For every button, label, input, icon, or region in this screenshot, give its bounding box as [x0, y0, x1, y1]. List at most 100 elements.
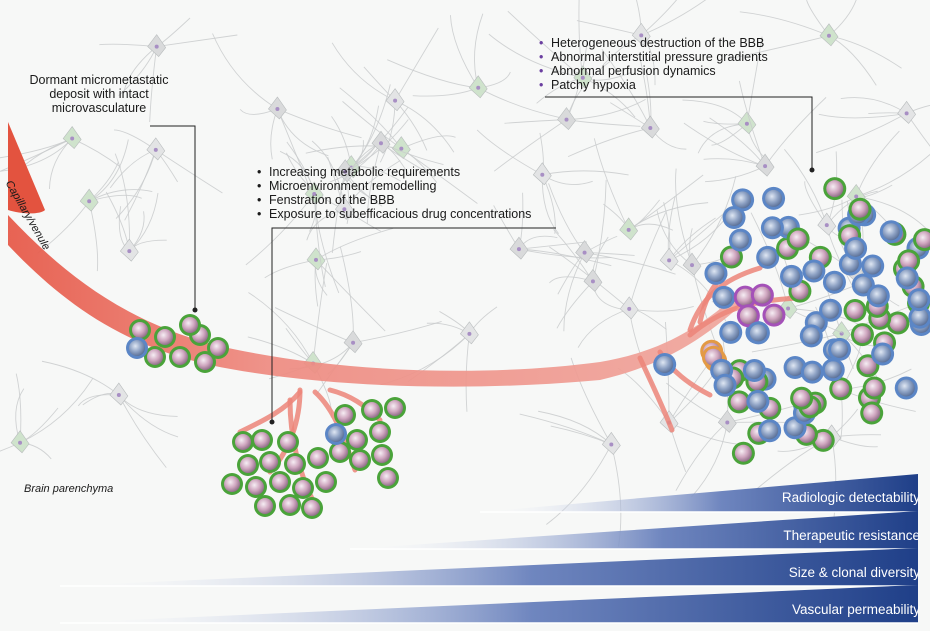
tumor-cell [315, 471, 337, 493]
cell-nucleus [898, 269, 916, 287]
cell-nucleus [310, 450, 326, 466]
neuron-dendrite [315, 227, 394, 261]
tumor-cell [750, 283, 774, 307]
neuron-dendrite [19, 377, 94, 444]
neuron-nucleus [763, 164, 768, 169]
cell-nucleus [387, 400, 403, 416]
neuron-dendrite [149, 46, 158, 123]
tumor-cell [194, 351, 216, 373]
tumor-cell [713, 373, 737, 397]
neuron-nucleus [275, 106, 280, 111]
tumor-cell [719, 245, 743, 269]
stage2-bullet: Exposure to subefficacious drug concentr… [256, 207, 531, 221]
cell-nucleus [734, 191, 752, 209]
tumor-cell [237, 454, 259, 476]
tumor-cell [742, 359, 766, 383]
cell-nucleus [761, 422, 779, 440]
neuron-dendrite [668, 422, 741, 445]
tumor-cell [844, 236, 868, 260]
neuron-dendrite [628, 202, 709, 231]
neuron-nucleus [18, 440, 23, 445]
tumor-cell [284, 453, 306, 475]
neuron-nucleus [854, 194, 859, 199]
neuron-dendrite [277, 108, 329, 157]
tumor-cell [232, 431, 254, 453]
tumor-cell [653, 352, 677, 376]
tumor-cell [728, 228, 752, 252]
neuron [331, 27, 455, 163]
neuron-nucleus [582, 250, 587, 255]
stage1-caption: Dormant micrometastatic deposit with int… [29, 73, 169, 115]
cell-nucleus [765, 306, 783, 324]
tumor-cell [871, 342, 895, 366]
tumor-cell [334, 404, 356, 426]
tumor-cell [301, 497, 323, 519]
tumor-cell [361, 399, 383, 421]
cell-nucleus [182, 317, 198, 333]
cell-nucleus [859, 357, 877, 375]
cell-nucleus [759, 248, 777, 266]
tumor-cell [762, 303, 786, 327]
neuron-dendrite [691, 422, 728, 498]
neuron-nucleus [379, 141, 384, 146]
neuron-dendrite [0, 442, 21, 452]
neuron-dendrite [691, 176, 737, 266]
neuron-dendrite [592, 179, 607, 282]
stage3-bullet: Abnormal perfusion dynamics [538, 64, 768, 78]
tumor-cell [897, 249, 921, 273]
neuron-dendrite [118, 394, 178, 417]
tumor-cell [245, 476, 267, 498]
tumor-cell [828, 337, 852, 361]
neuron-dendrite [816, 113, 907, 154]
cell-nucleus [763, 219, 781, 237]
neuron [99, 17, 238, 123]
neuron-dendrite [518, 248, 612, 259]
cell-nucleus [240, 457, 256, 473]
cell-nucleus [803, 363, 821, 381]
cell-nucleus [882, 223, 900, 241]
cell-nucleus [734, 444, 752, 462]
neuron-dendrite [519, 413, 612, 445]
cell-nucleus [782, 267, 800, 285]
neuron-dendrite [277, 108, 362, 139]
tumor-cell [786, 227, 810, 251]
neuron-nucleus [351, 340, 356, 345]
neuron-dendrite [305, 145, 402, 154]
cell-nucleus [897, 379, 915, 397]
neuron-nucleus [70, 136, 75, 141]
neuron-nucleus [904, 111, 909, 116]
tumor-cell [279, 494, 301, 516]
neuron-dendrite [629, 305, 694, 312]
neuron-dendrite [906, 113, 930, 147]
neuron-nucleus [540, 172, 545, 177]
neuron [109, 129, 223, 221]
neuron-dendrite [818, 112, 907, 119]
cell-nucleus [364, 402, 380, 418]
cell-nucleus [318, 474, 334, 490]
tumor-cell [843, 298, 867, 322]
neuron-nucleus [826, 33, 831, 38]
cell-nucleus [722, 323, 740, 341]
neuron-dendrite [88, 139, 129, 202]
neuron-dendrite [675, 422, 728, 491]
stage3-bullet: Heterogeneous destruction of the BBB [538, 36, 768, 50]
gradient-label-vascular-permeability: Vascular permeability [791, 602, 920, 617]
cell-nucleus [826, 180, 844, 198]
tumor-cell [758, 419, 782, 443]
neuron-dendrite [115, 149, 157, 219]
cell-nucleus [282, 497, 298, 513]
callout-dot [269, 419, 275, 425]
tumor-cell [895, 266, 919, 290]
neuron-nucleus [476, 85, 481, 90]
cell-nucleus [722, 248, 740, 266]
cell-nucleus [254, 432, 270, 448]
cell-nucleus [129, 340, 145, 356]
cell-nucleus [372, 424, 388, 440]
tumor-cell [254, 495, 276, 517]
neuron-dendrite [567, 127, 651, 158]
cell-nucleus [272, 474, 288, 490]
cell-nucleus [715, 288, 733, 306]
tumor-cell [908, 305, 930, 329]
cell-nucleus [235, 434, 251, 450]
tumor-cell [866, 284, 890, 308]
